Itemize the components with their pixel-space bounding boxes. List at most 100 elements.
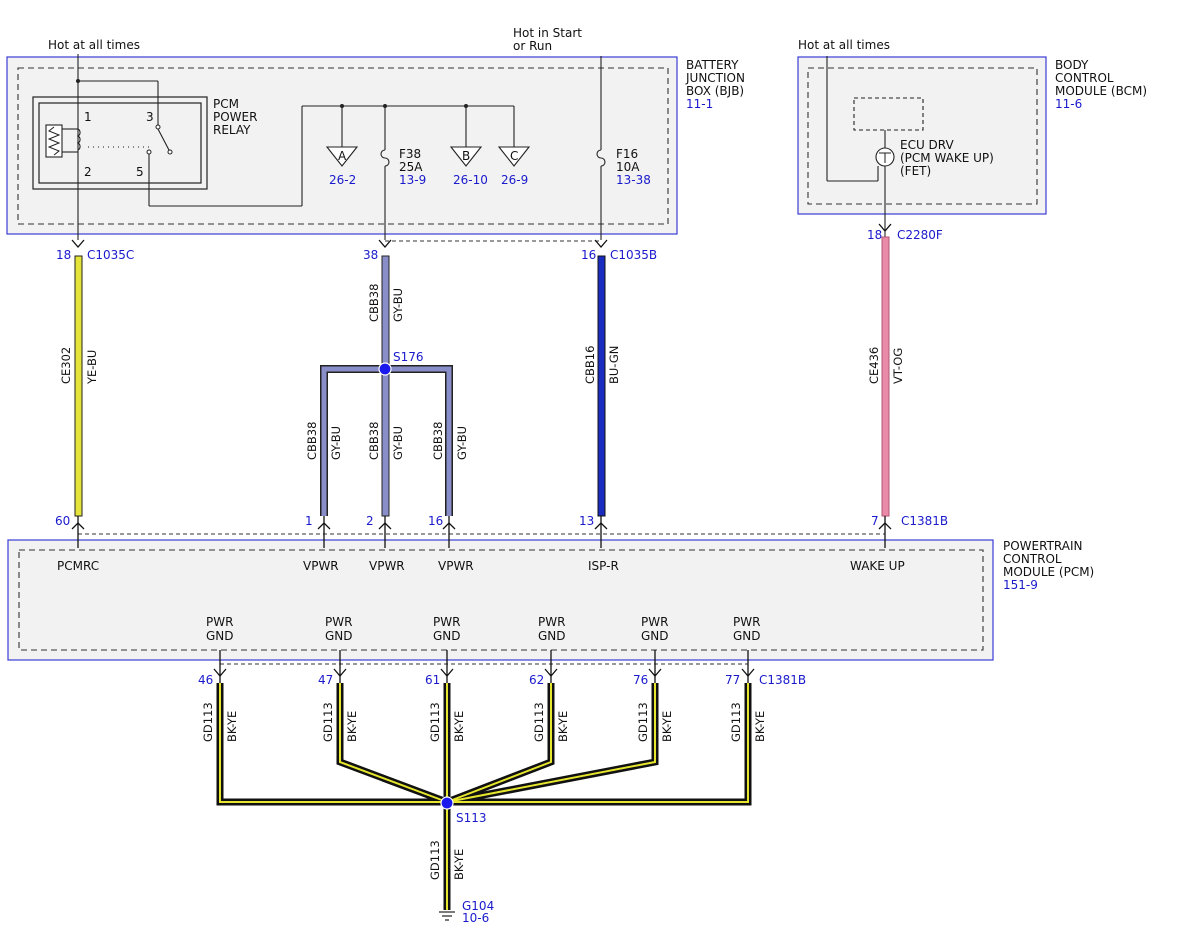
offpage-a-ref[interactable]: 26-2 (329, 173, 356, 187)
fuse-f16-rating: 10A (616, 160, 640, 174)
svg-text:GND: GND (641, 629, 669, 643)
c1035c-name[interactable]: C1035C (87, 248, 134, 262)
offpage-b-icon (449, 146, 483, 167)
wire-cbb38-center[interactable] (381, 369, 390, 517)
bcm-inner-box (807, 67, 1038, 205)
svg-text:PWR: PWR (641, 615, 668, 629)
fuse-f38-icon (380, 149, 390, 167)
bcm-name-line3: MODULE (BCM) (1055, 84, 1147, 98)
svg-text:GND: GND (325, 629, 353, 643)
ce302-color: YE-BU (85, 350, 99, 385)
svg-text:GD113: GD113 (428, 840, 442, 880)
relay-name-line1: PCM (213, 97, 239, 111)
bjb-ref[interactable]: 11-1 (686, 97, 713, 111)
wire-cbb38-trunk[interactable] (381, 255, 390, 371)
bjb-name-line3: BOX (BJB) (686, 84, 744, 98)
fuse-f38-ref[interactable]: 13-9 (399, 173, 426, 187)
relay-pin-5: 5 (136, 165, 144, 179)
offpage-c-icon (497, 146, 531, 167)
bcm-hot-label: Hot at all times (798, 38, 890, 52)
cbb38-id-right: CBB38 (431, 422, 445, 460)
cbb38-color-trunk: GY-BU (391, 288, 405, 322)
ecu-drv-line2: (PCM WAKE UP) (900, 151, 994, 165)
svg-text:GD113: GD113 (321, 702, 335, 742)
offpage-b-ref[interactable]: 26-10 (453, 173, 488, 187)
relay-pin-1: 1 (84, 110, 92, 124)
bjb-name-line2: JUNCTION (685, 71, 745, 85)
c2280f-name[interactable]: C2280F (897, 228, 943, 242)
cbb38-id-center: CBB38 (367, 422, 381, 460)
pcm-bottom-pin-61: 61 (425, 673, 440, 687)
relay-contact-5 (146, 149, 152, 155)
cbb38-color-left: GY-BU (329, 426, 343, 460)
ground-g104-ref[interactable]: 10-6 (462, 911, 489, 925)
wire-ce302[interactable] (74, 255, 83, 517)
ecu-drv-line1: ECU DRV (900, 138, 954, 152)
pcm-top-pin-7: 7 (871, 514, 879, 528)
relay-pin-2: 2 (84, 165, 92, 179)
offpage-b-letter: B (462, 149, 470, 163)
splice-s113 (440, 796, 454, 810)
pcm-top-connector-name[interactable]: C1381B (901, 514, 948, 528)
offpage-c-ref[interactable]: 26-9 (501, 173, 528, 187)
ecu-drv-line3: (FET) (900, 164, 931, 178)
svg-text:BK-YE: BK-YE (452, 849, 466, 880)
pcm-top-pin-2: 2 (366, 514, 374, 528)
relay-outer-box (32, 96, 208, 190)
splice-s176-label[interactable]: S176 (393, 350, 424, 364)
bjb-inner-box (17, 67, 669, 225)
pcm-bottom-pin-46: 46 (198, 673, 213, 687)
svg-text:BK-YE: BK-YE (660, 711, 674, 742)
fuse-f16-ref[interactable]: 13-38 (616, 173, 651, 187)
svg-text:BK-YE: BK-YE (556, 711, 570, 742)
ce302-id: CE302 (59, 347, 73, 384)
svg-text:BK-YE: BK-YE (452, 711, 466, 742)
pcm-pin-vpwr-1: VPWR (303, 559, 339, 573)
cbb38-color-center: GY-BU (391, 426, 405, 460)
relay-inner-box (38, 102, 202, 184)
svg-text:GD113: GD113 (428, 702, 442, 742)
pcm-pin-vpwr-2: VPWR (369, 559, 405, 573)
svg-text:BK-YE: BK-YE (345, 711, 359, 742)
ce436-id: CE436 (867, 347, 881, 384)
svg-text:BK-YE: BK-YE (753, 711, 767, 742)
offpage-a-icon (325, 146, 359, 167)
pcm-pin-pcmrc: PCMRC (57, 559, 99, 573)
pcm-pin-vpwr-3: VPWR (438, 559, 474, 573)
relay-name-line2: POWER (213, 110, 257, 124)
relay-switch-pivot (167, 149, 173, 155)
svg-text:GND: GND (733, 629, 761, 643)
offpage-a-letter: A (338, 149, 347, 163)
fuse-f38-name: F38 (399, 147, 421, 161)
c1035b-name[interactable]: C1035B (610, 248, 657, 262)
svg-text:GD113: GD113 (532, 702, 546, 742)
relay-name-line3: RELAY (213, 123, 251, 137)
pcm-name-line2: CONTROL (1003, 552, 1062, 566)
c1035c-pin: 18 (56, 248, 71, 262)
svg-text:BK-YE: BK-YE (225, 711, 239, 742)
cbb16-id: CBB16 (583, 346, 597, 384)
svg-text:PWR: PWR (206, 615, 233, 629)
pcm-ref[interactable]: 151-9 (1003, 578, 1038, 592)
pcm-name-line3: MODULE (PCM) (1003, 565, 1094, 579)
ground-g104-name[interactable]: G104 (462, 899, 494, 913)
relay-pin-3: 3 (146, 110, 154, 124)
cbb38-color-right: GY-BU (455, 426, 469, 460)
bjb-name-line1: BATTERY (686, 58, 739, 72)
wire-labels-top: CE302 YE-BU CBB38 GY-BU CBB38 GY-BU CBB3… (59, 284, 905, 460)
cbb38-id-left: CBB38 (305, 422, 319, 460)
wire-cbb16[interactable] (597, 255, 606, 517)
relay-resistor-zigzag-icon (47, 126, 61, 156)
bcm-ref[interactable]: 11-6 (1055, 97, 1082, 111)
relay-contact-3 (155, 124, 161, 130)
pcm-pin-isp-r: ISP-R (588, 559, 619, 573)
wire-ce436[interactable] (881, 236, 890, 517)
pcm-bottom-connector-name[interactable]: C1381B (759, 673, 806, 687)
svg-text:GD113: GD113 (729, 702, 743, 742)
fuse-f16-name: F16 (616, 147, 638, 161)
splice-s113-label[interactable]: S113 (456, 811, 487, 825)
pcm-inner-box (18, 549, 984, 651)
